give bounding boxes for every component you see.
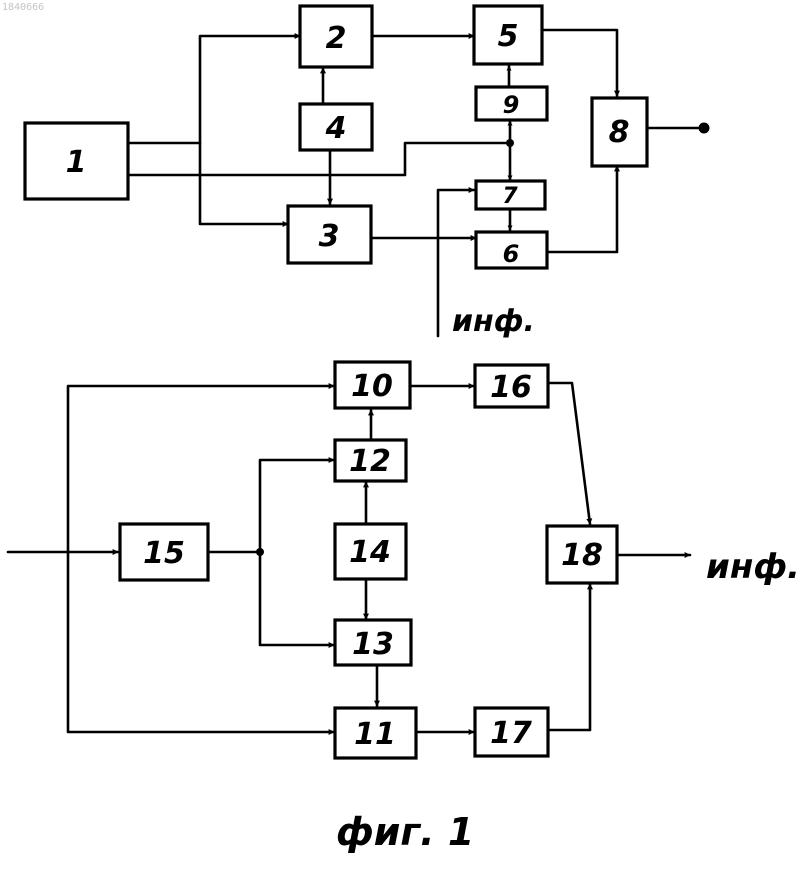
block-11-label: 11 (354, 717, 396, 752)
wire-6-8 (547, 166, 617, 252)
block-4-label: 4 (325, 111, 347, 146)
junction-dot (506, 139, 514, 147)
block-8-label: 8 (609, 115, 630, 150)
block-3: 3 (288, 206, 371, 263)
block-2-label: 2 (326, 21, 347, 56)
wire-16-18 (548, 383, 590, 524)
block-18-label: 18 (561, 538, 603, 573)
block-18: 18 (547, 526, 617, 583)
block-7: 7 (476, 181, 545, 209)
wire-node-12 (260, 460, 334, 552)
wire-node-13 (260, 552, 334, 645)
block-11: 11 (335, 708, 416, 758)
upper-info-label: инф. (452, 304, 535, 339)
block-5-label: 5 (498, 19, 519, 54)
block-4: 4 (300, 104, 372, 150)
block-12: 12 (335, 440, 406, 481)
block-9: 9 (476, 87, 547, 120)
block-6: 6 (476, 232, 547, 268)
block-13: 13 (335, 620, 411, 665)
lower-diagram: 10 11 12 13 14 15 16 17 (8, 362, 800, 758)
block-9-label: 9 (503, 91, 520, 119)
corner-stamp: 1840666 (2, 2, 44, 13)
block-5: 5 (474, 6, 542, 64)
wire-1-2 (129, 36, 300, 143)
output-terminal (699, 123, 710, 134)
wire-5-8 (542, 30, 617, 96)
block-1-label: 1 (66, 145, 87, 180)
block-16: 16 (475, 365, 548, 407)
block-15-label: 15 (143, 536, 185, 571)
wire-1-3 (200, 143, 288, 224)
block-13-label: 13 (352, 627, 394, 662)
block-8: 8 (592, 98, 647, 166)
block-14: 14 (335, 524, 406, 579)
block-10: 10 (335, 362, 410, 408)
block-2: 2 (300, 6, 372, 67)
block-17-label: 17 (490, 716, 532, 751)
junction-dot-lower (256, 548, 264, 556)
block-15: 15 (120, 524, 208, 580)
block-1: 1 (25, 123, 128, 199)
block-7-label: 7 (502, 184, 518, 209)
block-17: 17 (475, 708, 548, 756)
block-10-label: 10 (351, 369, 393, 404)
lower-info-label: инф. (706, 547, 800, 587)
wire-17-18 (548, 584, 590, 730)
block-6-label: 6 (503, 240, 520, 268)
block-3-label: 3 (319, 219, 340, 254)
upper-diagram: 1 2 3 4 5 6 7 8 (25, 6, 710, 339)
block-12-label: 12 (349, 444, 391, 479)
figure-caption: фиг. 1 (336, 810, 474, 854)
block-14-label: 14 (349, 535, 391, 570)
block-16-label: 16 (490, 370, 532, 405)
upper-wires (129, 30, 700, 336)
